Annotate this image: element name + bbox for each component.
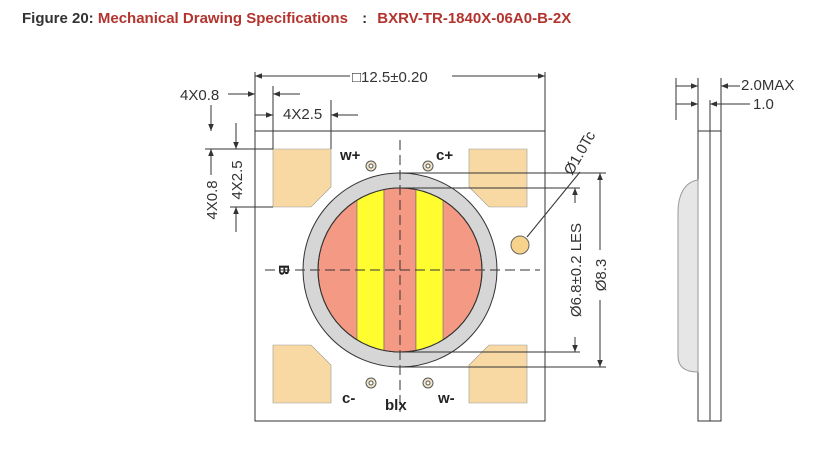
b-label: B xyxy=(275,265,292,276)
pad-top-right xyxy=(468,148,528,208)
dim-les: Ø6.8±0.2 LES xyxy=(568,223,585,317)
side-dome xyxy=(677,179,699,373)
dim-pad-offset-y: 4X0.8 xyxy=(204,180,221,219)
dim-pad-size-x: 4X2.5 xyxy=(283,106,322,123)
pad-label-w-plus: w+ xyxy=(339,147,361,164)
mounting-marks xyxy=(365,160,434,389)
dim-substrate: 1.0 xyxy=(753,96,774,113)
dim-pad-offset-x: 4X0.8 xyxy=(180,87,219,104)
tc-point xyxy=(510,235,530,255)
figure-caption: Figure 20: Mechanical Drawing Specificat… xyxy=(22,10,571,27)
caption-separator: : xyxy=(362,10,368,27)
side-dimension-lines xyxy=(675,78,750,131)
dim-dam: Ø8.3 xyxy=(593,259,610,292)
side-view xyxy=(677,130,722,422)
top-view: w+ c+ c- w- blx B xyxy=(254,130,546,422)
pad-label-w-minus: w- xyxy=(437,390,455,407)
pad-bottom-left xyxy=(272,344,332,404)
dim-thickness-max: 2.0MAX xyxy=(741,77,794,94)
pad-top-left xyxy=(272,148,332,208)
blx-label: blx xyxy=(385,397,407,414)
figure-label: Figure 20: xyxy=(22,10,94,27)
dim-width: □12.5±0.20 xyxy=(352,69,428,86)
part-number: BXRV-TR-1840X-06A0-B-2X xyxy=(377,10,572,27)
dim-tc: Ø1.0Tc xyxy=(561,128,600,178)
pad-bottom-right xyxy=(468,344,528,404)
pad-label-c-plus: c+ xyxy=(436,147,453,164)
pad-label-c-minus: c- xyxy=(342,390,355,407)
figure-title: Mechanical Drawing Specifications xyxy=(97,10,348,27)
dimension-lines xyxy=(205,72,606,368)
dim-pad-size-y: 4X2.5 xyxy=(229,160,246,199)
